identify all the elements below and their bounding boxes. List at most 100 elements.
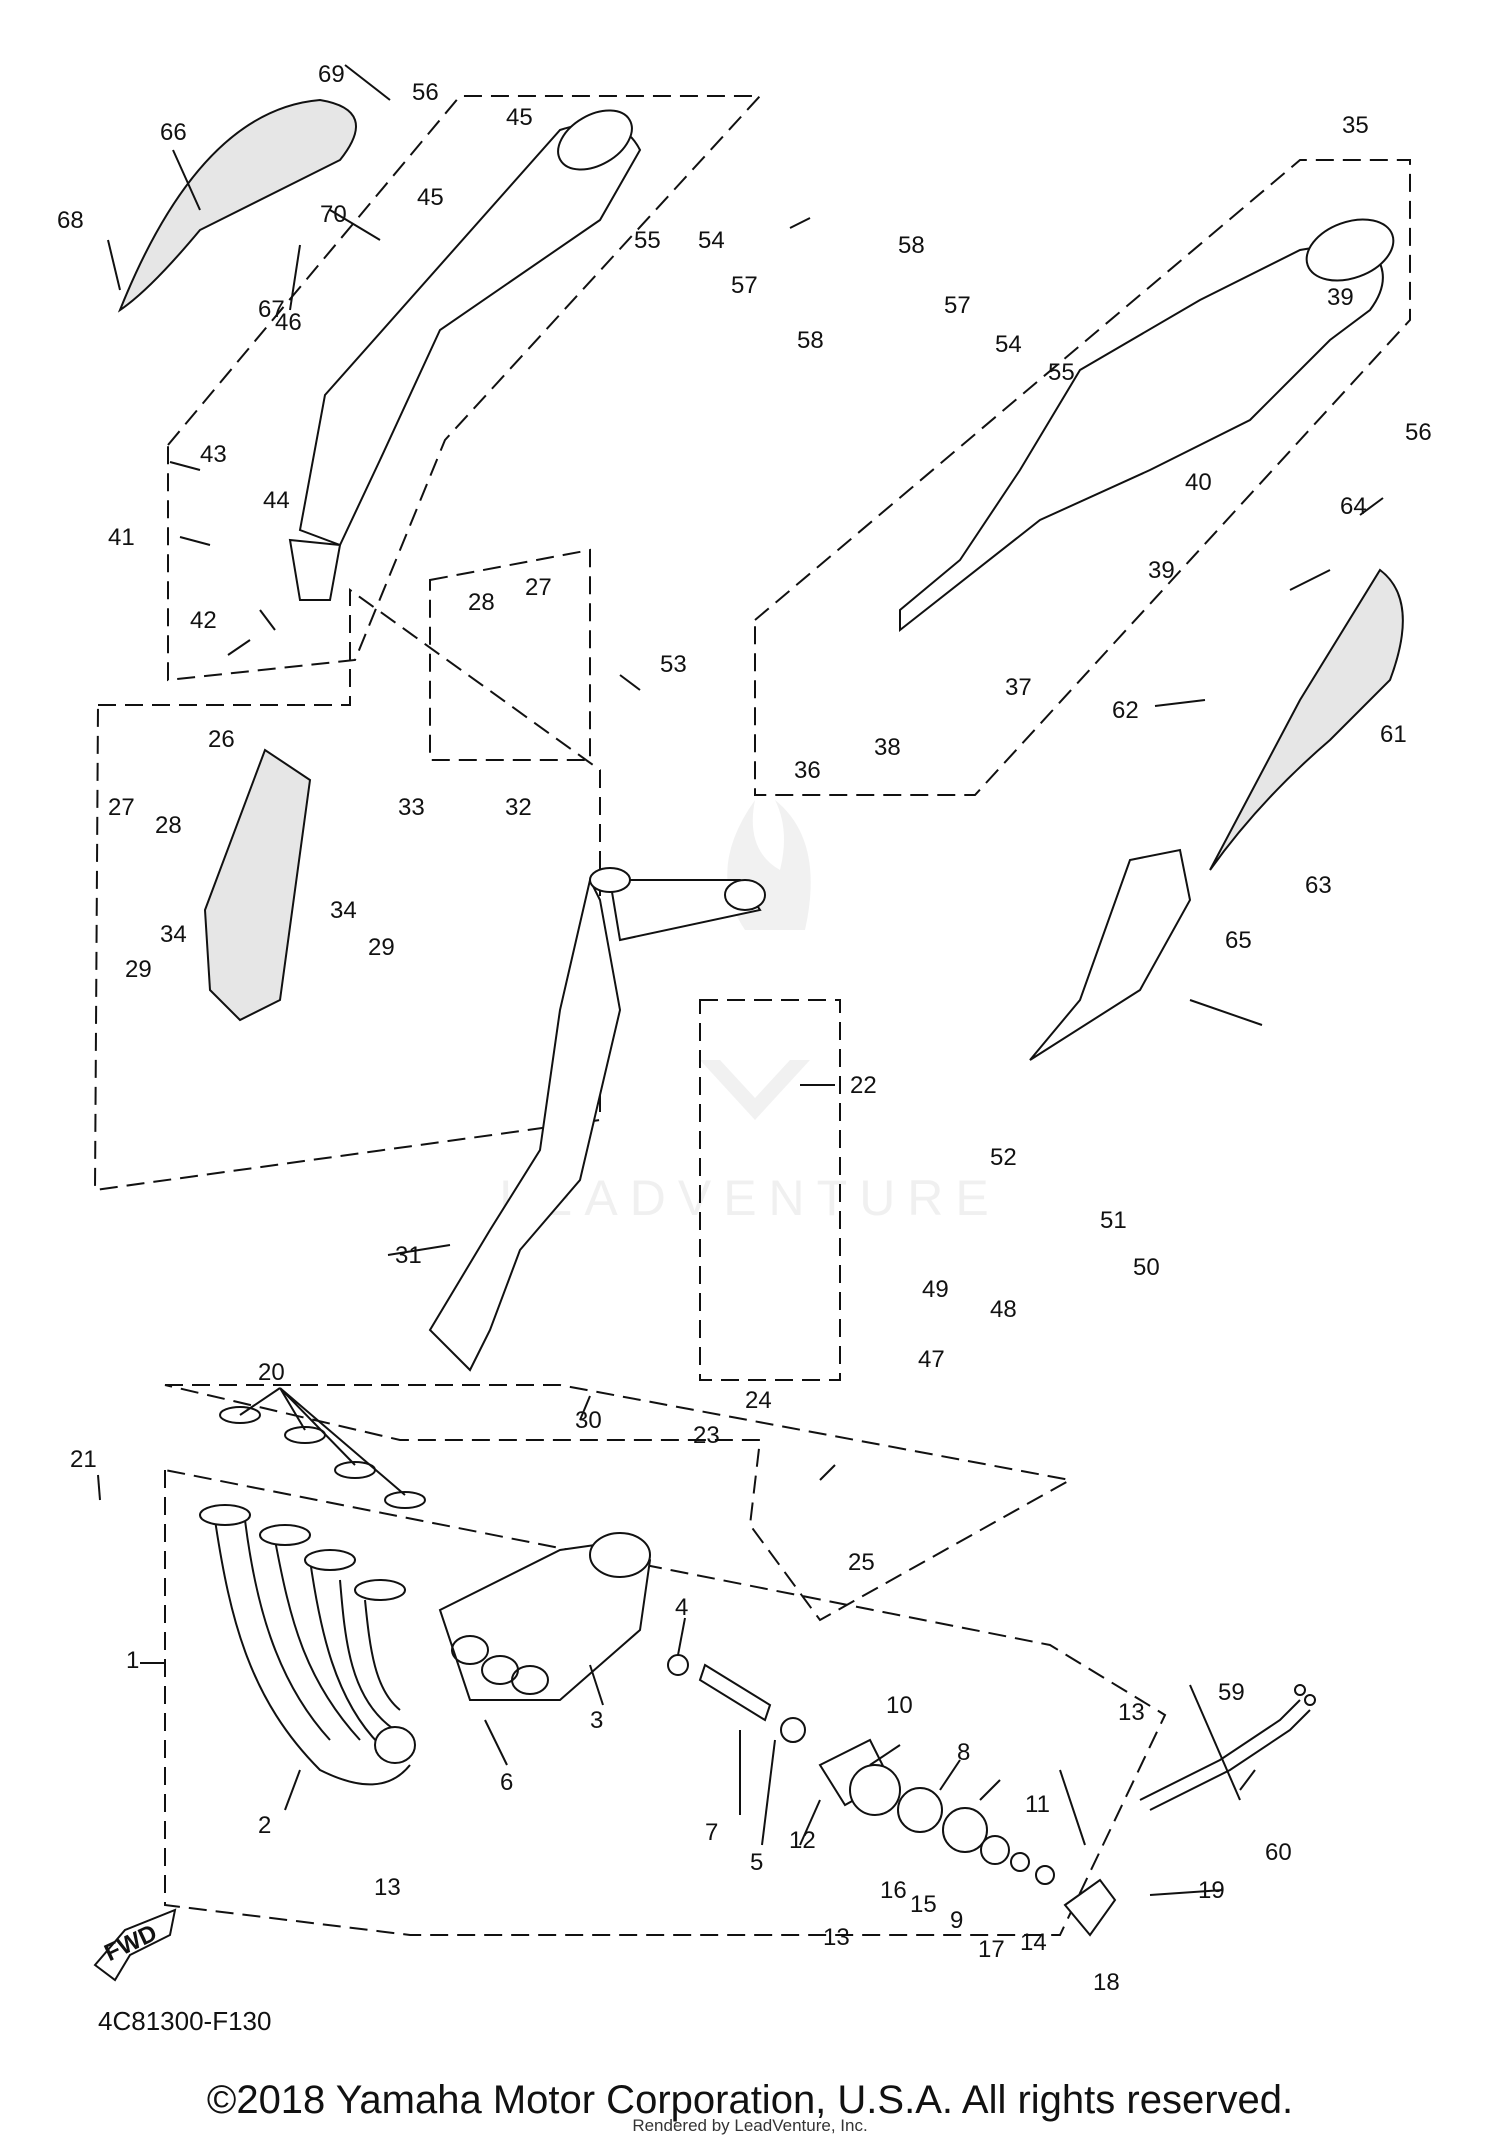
callout-29a: 29 <box>125 956 152 983</box>
callout-24: 24 <box>745 1387 772 1414</box>
callout-58b: 58 <box>898 232 925 259</box>
callout-14: 14 <box>1020 1929 1047 1956</box>
muffler-right <box>899 218 1395 633</box>
side-cover <box>203 748 312 1022</box>
callout-54a: 54 <box>698 227 725 254</box>
callout-27a: 27 <box>525 574 552 601</box>
callout-leaders <box>97 64 1384 1896</box>
callout-68: 68 <box>57 207 84 234</box>
callout-3: 3 <box>590 1707 603 1734</box>
rendered-by-note: Rendered by LeadVenture, Inc. <box>632 2116 868 2135</box>
callout-6: 6 <box>500 1769 513 1796</box>
middle-pipe <box>428 867 766 1372</box>
callout-42: 42 <box>190 607 217 634</box>
collector <box>438 1532 652 1701</box>
group-outlines <box>93 95 1411 1936</box>
callout-35: 35 <box>1342 112 1369 139</box>
callout-70: 70 <box>320 201 347 228</box>
callout-numbers: 1 2 3 4 5 6 7 8 9 10 11 12 13 13 13 13 1… <box>57 61 1432 1996</box>
callout-28b: 28 <box>155 812 182 839</box>
callout-27b: 27 <box>108 794 135 821</box>
callout-53: 53 <box>660 651 687 678</box>
fwd-label: FWD <box>100 1919 161 1967</box>
callout-20: 20 <box>258 1359 285 1386</box>
callout-34a: 34 <box>160 921 187 948</box>
callout-2: 2 <box>258 1812 271 1839</box>
callout-45a: 45 <box>506 104 533 131</box>
callout-23: 23 <box>693 1422 720 1449</box>
callout-34b: 34 <box>330 897 357 924</box>
callout-40: 40 <box>1185 469 1212 496</box>
callout-26: 26 <box>208 726 235 753</box>
callout-8: 8 <box>957 1739 970 1766</box>
callout-36: 36 <box>794 757 821 784</box>
callout-45b: 45 <box>417 184 444 211</box>
callout-69: 69 <box>318 61 345 88</box>
callout-5: 5 <box>750 1849 763 1876</box>
callout-62: 62 <box>1112 697 1139 724</box>
callout-56a: 56 <box>412 79 439 106</box>
callout-63: 63 <box>1305 872 1332 899</box>
muffler-left <box>288 109 642 601</box>
callout-38: 38 <box>874 734 901 761</box>
callout-31: 31 <box>395 1242 422 1269</box>
callout-28a: 28 <box>468 589 495 616</box>
callout-44: 44 <box>263 487 290 514</box>
callout-55b: 55 <box>1048 359 1075 386</box>
callout-65: 65 <box>1225 927 1252 954</box>
callout-37: 37 <box>1005 674 1032 701</box>
callout-7: 7 <box>705 1819 718 1846</box>
throttle-cables <box>1139 1684 1316 1811</box>
exhaust-header <box>199 1504 416 1786</box>
callout-16: 16 <box>880 1877 907 1904</box>
heat-shield-left <box>117 98 357 313</box>
callout-4: 4 <box>675 1594 688 1621</box>
callout-22: 22 <box>850 1072 877 1099</box>
callout-39b: 39 <box>1148 557 1175 584</box>
callout-57b: 57 <box>944 292 971 319</box>
callout-43: 43 <box>200 441 227 468</box>
heat-shield-right <box>1029 568 1404 1061</box>
callout-21: 21 <box>70 1446 97 1473</box>
callout-60: 60 <box>1265 1839 1292 1866</box>
callout-12: 12 <box>789 1827 816 1854</box>
callout-51: 51 <box>1100 1207 1127 1234</box>
callout-50: 50 <box>1133 1254 1160 1281</box>
callout-13b: 13 <box>374 1874 401 1901</box>
callout-9: 9 <box>950 1907 963 1934</box>
callout-47: 47 <box>918 1346 945 1373</box>
callout-41: 41 <box>108 524 135 551</box>
callout-64: 64 <box>1340 493 1367 520</box>
callout-58a: 58 <box>797 327 824 354</box>
callout-52: 52 <box>990 1144 1017 1171</box>
callout-48: 48 <box>990 1296 1017 1323</box>
callout-46: 46 <box>275 309 302 336</box>
callout-59: 59 <box>1218 1679 1245 1706</box>
exhaust-valve-parts <box>667 1654 1117 1937</box>
callout-57a: 57 <box>731 272 758 299</box>
callout-55a: 55 <box>634 227 661 254</box>
callout-13a: 13 <box>1118 1699 1145 1726</box>
callout-32: 32 <box>505 794 532 821</box>
callout-10: 10 <box>886 1692 913 1719</box>
callout-66: 66 <box>160 119 187 146</box>
callout-17: 17 <box>978 1936 1005 1963</box>
callout-30: 30 <box>575 1407 602 1434</box>
callout-61: 61 <box>1380 721 1407 748</box>
callout-11: 11 <box>1025 1791 1050 1818</box>
callout-13c: 13 <box>823 1924 850 1951</box>
callout-1: 1 <box>126 1647 139 1674</box>
callout-19: 19 <box>1198 1877 1225 1904</box>
diagram-code: 4C81300-F130 <box>98 2006 272 2036</box>
callout-18: 18 <box>1093 1969 1120 1996</box>
callout-25: 25 <box>848 1549 875 1576</box>
callout-15: 15 <box>910 1891 937 1918</box>
callout-39a: 39 <box>1327 284 1354 311</box>
fwd-arrow: FWD <box>93 1908 177 1982</box>
callout-67: 67 <box>258 296 285 323</box>
callout-54b: 54 <box>995 331 1022 358</box>
callout-33: 33 <box>398 794 425 821</box>
callout-49: 49 <box>922 1276 949 1303</box>
copyright-notice: ©2018 Yamaha Motor Corporation, U.S.A. A… <box>206 2078 1294 2122</box>
